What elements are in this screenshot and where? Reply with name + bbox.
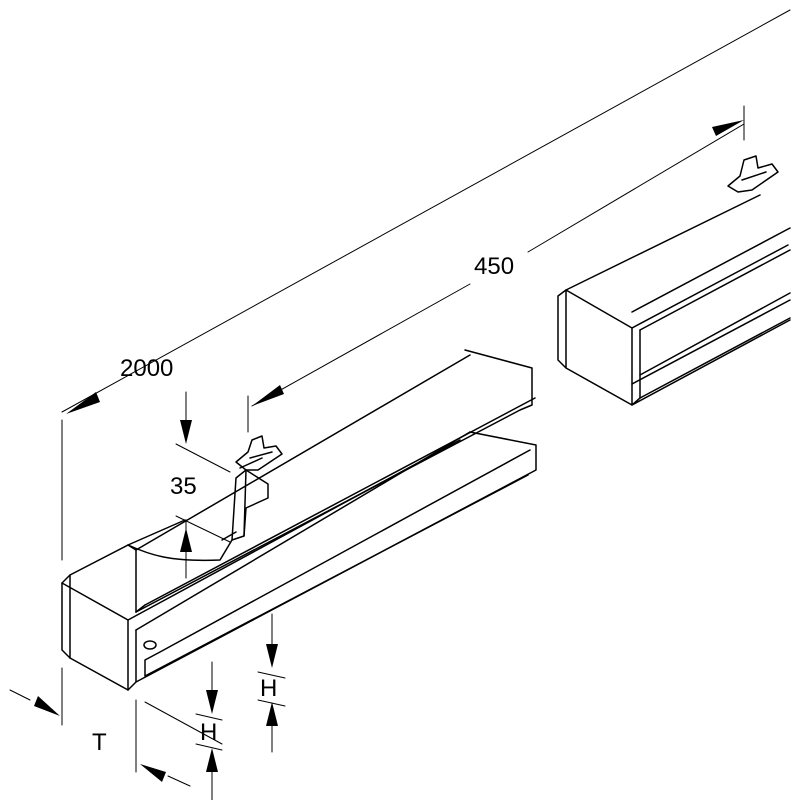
dimension-label-t: T [92,729,107,756]
clip-short [727,155,779,193]
clip [235,435,283,471]
dimension-label-2000: 2000 [120,355,173,382]
dimension-2000: 2000 [61,9,791,726]
dimension-label-h-upper: H [260,675,277,702]
dimension-h-lower: H [195,661,223,800]
partition-bracket [231,469,269,541]
dimension-label-35: 35 [170,473,197,500]
mounting-hole [143,640,157,650]
dimension-label-h-lower: H [200,719,217,746]
dimension-450: 450 [247,105,745,433]
cutaway-curve [127,539,233,562]
dimension-h-upper: H [257,613,286,753]
duct-section-short [557,155,791,406]
dimension-t: T [9,689,223,787]
dimension-label-450: 450 [474,253,514,280]
dimension-35: 35 [170,391,231,579]
duct-section-long [61,349,537,691]
